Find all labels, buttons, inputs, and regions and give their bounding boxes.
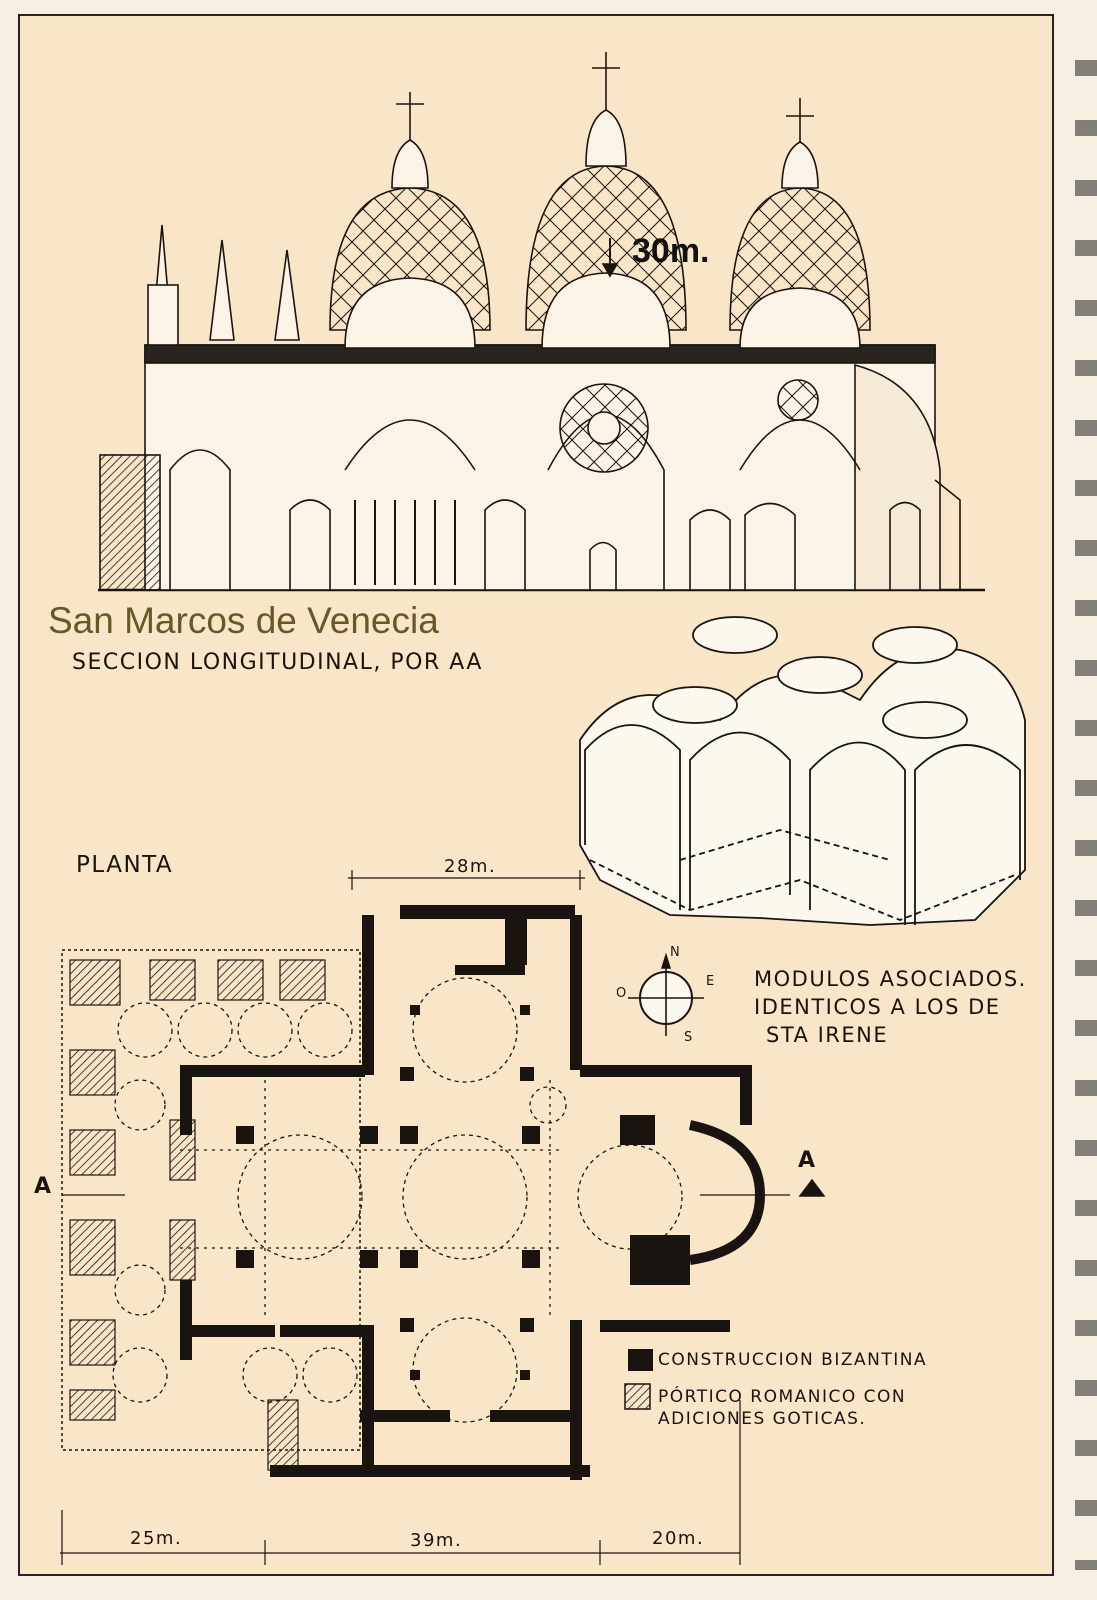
- modules-caption-line: MODULOS ASOCIADOS.: [754, 967, 1027, 991]
- modules-caption-line: STA IRENE: [766, 1023, 889, 1047]
- pinnacles: [147, 224, 300, 346]
- inner-domes: [344, 272, 861, 349]
- dimension-bottom-right: 20m.: [652, 1528, 705, 1549]
- dome-height-label: 30m.: [632, 232, 710, 270]
- dimension-bottom-mid: 39m.: [410, 1530, 463, 1551]
- colonnade: [354, 500, 456, 585]
- compass-west-label: O: [616, 986, 628, 1001]
- section-marker-left: A: [34, 1174, 53, 1199]
- longitudinal-section: [98, 52, 985, 592]
- section-marker-right: A: [798, 1148, 817, 1173]
- legend-romanesque-label: PÓRTICO ROMANICO CON ADICIONES GOTICAS.: [658, 1387, 907, 1429]
- adjacent-page-text-edge: [1075, 30, 1097, 1570]
- section-caption: SECCION LONGITUDINAL, POR AA: [72, 650, 483, 675]
- floor-plan: [60, 870, 826, 1565]
- modules-caption-line: IDENTICOS A LOS DE: [754, 995, 1001, 1019]
- plan-caption: PLANTA: [76, 852, 174, 878]
- compass-east-label: E: [706, 974, 716, 989]
- lanterns: [391, 52, 819, 189]
- vault-modules: [579, 616, 1026, 926]
- legend-byzantine-label: CONSTRUCCION BIZANTINA: [658, 1350, 928, 1370]
- modules-caption: MODULOS ASOCIADOS. IDENTICOS A LOS DE ST…: [754, 965, 1027, 1049]
- compass-south-label: S: [684, 1030, 694, 1045]
- compass-north-label: N: [670, 945, 682, 960]
- drawing-title: San Marcos de Venecia: [48, 600, 439, 641]
- dimension-top: 28m.: [444, 856, 497, 877]
- dimension-bottom-left: 25m.: [130, 1528, 183, 1549]
